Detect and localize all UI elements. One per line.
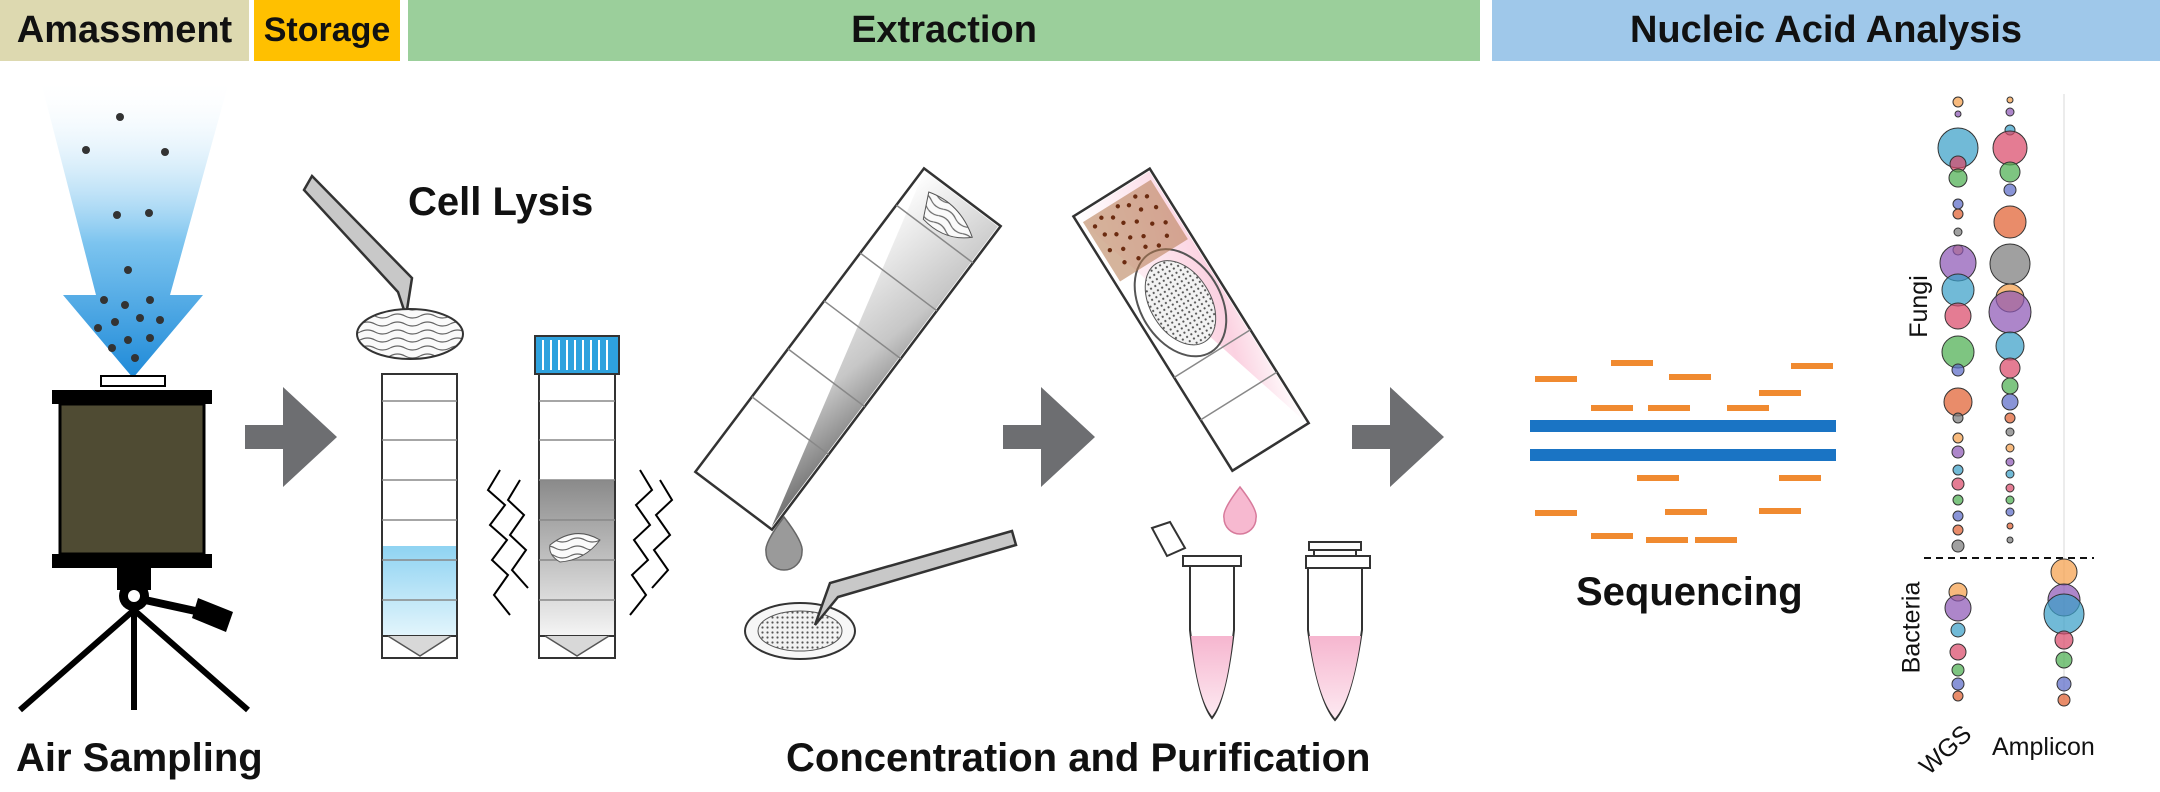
bubble-mark bbox=[2057, 693, 2071, 707]
axis-label-amplicon: Amplicon bbox=[1992, 733, 2095, 761]
axis-label-fungi: Fungi bbox=[1904, 275, 1933, 338]
bubble-mark bbox=[2005, 469, 2015, 479]
axis-label-bacteria: Bacteria bbox=[1897, 581, 1926, 674]
bubble-mark bbox=[2005, 107, 2015, 117]
vibration-icon bbox=[486, 469, 674, 616]
bubble-mark bbox=[1943, 387, 1973, 417]
bubble-mark bbox=[1995, 331, 2025, 361]
bubble-mark bbox=[1948, 168, 1968, 188]
bubble-mark bbox=[1951, 677, 1965, 691]
tweezers-icon-2 bbox=[813, 529, 1018, 626]
mesh-filter-icon bbox=[744, 602, 856, 660]
bubble-mark bbox=[2003, 183, 2017, 197]
bubble-mark bbox=[2054, 630, 2074, 650]
bubble-mark bbox=[2006, 536, 2014, 544]
bubble-mark bbox=[2005, 443, 2015, 453]
bubble-mark bbox=[1992, 130, 2028, 166]
bubble-mark bbox=[1952, 412, 1964, 424]
bubble-mark bbox=[2005, 427, 2015, 437]
tilted-tube-icon bbox=[693, 166, 1003, 532]
microtube-open-icon bbox=[1150, 520, 1242, 720]
arrow-icon-1 bbox=[245, 387, 337, 487]
bubble-mark bbox=[1952, 96, 1964, 108]
label-concentration-purification: Concentration and Purification bbox=[786, 736, 1371, 780]
lysis-tube-icon bbox=[381, 373, 458, 659]
bubble-mark bbox=[1949, 643, 1967, 661]
bubble-mark bbox=[2005, 483, 2015, 493]
bubble-mark bbox=[2050, 558, 2078, 586]
bubble-mark bbox=[1951, 477, 1965, 491]
bubble-mark bbox=[1950, 622, 1966, 638]
bubble-mark bbox=[1988, 290, 2032, 334]
droplet-icon bbox=[765, 515, 803, 571]
bubble-mark bbox=[1952, 464, 1964, 476]
bubble-mark bbox=[2056, 676, 2072, 692]
spin-column-icon bbox=[1071, 166, 1311, 473]
bubble-mark bbox=[1954, 110, 1962, 118]
bubble-mark bbox=[2001, 377, 2019, 395]
bubble-mark bbox=[1952, 208, 1964, 220]
bubble-mark bbox=[1951, 445, 1965, 459]
bubble-mark bbox=[1953, 227, 1963, 237]
bubble-mark bbox=[2043, 593, 2085, 635]
bubble-mark bbox=[2005, 457, 2015, 467]
arrow-icon-3 bbox=[1352, 387, 1444, 487]
bubble-mark bbox=[1952, 432, 1964, 444]
bubble-mark bbox=[1951, 363, 1965, 377]
bubble-mark bbox=[1944, 302, 1972, 330]
bubble-mark bbox=[2001, 393, 2019, 411]
header-storage: Storage bbox=[254, 0, 400, 61]
tweezers-icon bbox=[302, 173, 414, 317]
bubble-mark bbox=[2006, 96, 2014, 104]
bubble-mark bbox=[1999, 161, 2021, 183]
air-sampler-icon bbox=[18, 375, 250, 713]
bubble-mark bbox=[1952, 524, 1964, 536]
bubble-mark bbox=[1952, 198, 1964, 210]
bubble-mark bbox=[1952, 494, 1964, 506]
bubble-mark bbox=[2055, 651, 2073, 669]
sequencing-reads-icon bbox=[1530, 360, 1836, 543]
bubble-mark bbox=[1952, 690, 1964, 702]
label-sequencing: Sequencing bbox=[1576, 570, 1803, 614]
bubble-mark bbox=[1941, 335, 1975, 369]
bubble-marks bbox=[1937, 96, 2085, 707]
bubble-mark bbox=[2005, 507, 2015, 517]
bubble-mark bbox=[2006, 522, 2014, 530]
bubble-mark bbox=[1993, 205, 2027, 239]
label-air-sampling: Air Sampling bbox=[16, 736, 263, 780]
header-nucleic-acid-analysis: Nucleic Acid Analysis bbox=[1492, 0, 2160, 61]
bubble-mark bbox=[2004, 412, 2016, 424]
bead-beating-tube-icon bbox=[534, 335, 620, 659]
filter-disc-icon bbox=[356, 308, 464, 360]
bubble-mark bbox=[1952, 510, 1964, 522]
label-cell-lysis: Cell Lysis bbox=[408, 180, 594, 224]
bubble-mark bbox=[1999, 357, 2021, 379]
header-amassment: Amassment bbox=[0, 0, 249, 61]
airflow-funnel-icon bbox=[40, 78, 230, 378]
microtube-closed-icon bbox=[1305, 541, 1371, 722]
bubble-plot bbox=[1924, 94, 2094, 707]
bubble-mark bbox=[1944, 594, 1972, 622]
bubble-mark bbox=[2005, 495, 2015, 505]
header-extraction: Extraction bbox=[408, 0, 1480, 61]
bubble-mark bbox=[1951, 663, 1965, 677]
bubble-mark bbox=[1941, 273, 1975, 307]
bubble-mark bbox=[1951, 539, 1965, 553]
pink-droplet-icon bbox=[1223, 485, 1257, 535]
arrow-icon-2 bbox=[1003, 387, 1095, 487]
bubble-mark bbox=[1989, 243, 2031, 285]
